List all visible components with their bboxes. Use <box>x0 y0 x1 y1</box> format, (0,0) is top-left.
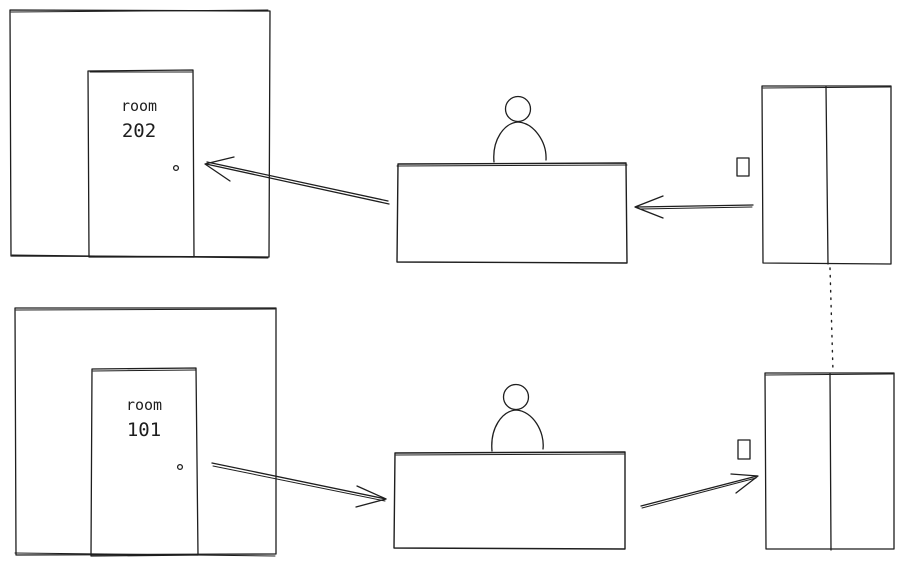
arrow-desk-to-elevator-bottom <box>640 473 759 509</box>
room-202-door[interactable]: room 202 <box>87 69 195 258</box>
elevator-bottom[interactable] <box>764 372 895 551</box>
room-202-number: 202 <box>122 120 156 142</box>
arrow-desk-to-room-202 <box>204 156 390 205</box>
room-202-caption: room <box>121 97 157 115</box>
reception-desk-bottom[interactable] <box>393 451 626 550</box>
elevator-shaft-link <box>829 267 834 373</box>
arrow-elevator-to-desk-top <box>634 195 754 219</box>
room-101-number: 101 <box>127 419 161 441</box>
arrow-room-101-to-desk <box>211 462 387 508</box>
room-101-caption: room <box>126 396 162 414</box>
elevator-call-button-bottom[interactable] <box>737 439 751 460</box>
reception-desk-top[interactable] <box>396 162 628 264</box>
room-202-door-knob <box>172 164 180 172</box>
receptionist-bottom-person-icon <box>491 383 544 452</box>
elevator-top[interactable] <box>761 85 892 265</box>
room-101-wall <box>14 307 277 557</box>
elevator-call-button-top[interactable] <box>736 157 750 177</box>
elevator-top-door-split <box>825 86 829 265</box>
elevator-bottom-door-split <box>829 373 832 551</box>
room-101-door[interactable]: room 101 <box>90 367 199 557</box>
receptionist-top-person-icon <box>493 95 547 163</box>
room-101-door-knob <box>176 463 184 471</box>
